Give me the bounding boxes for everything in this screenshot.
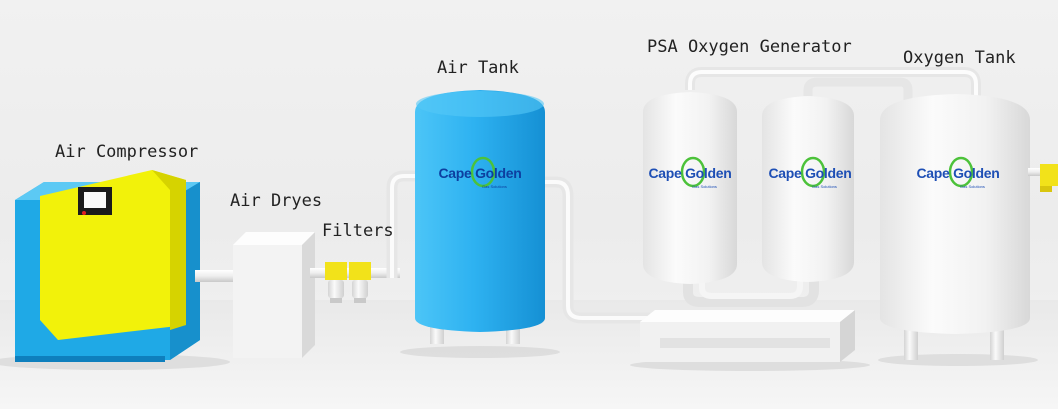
logo-ring-icon [680, 156, 706, 188]
pipe [195, 270, 240, 282]
brand-logo: Cape Golden Gas Solutions [908, 155, 1008, 195]
pipe-highlight [545, 180, 650, 320]
label-air-dryer: Air Dryes [230, 191, 323, 211]
label-psa-generator: PSA Oxygen Generator [647, 37, 852, 57]
outlet-valve [1028, 164, 1058, 192]
brand-logo: Cape Golden Gas Solutions [430, 155, 530, 195]
filters [325, 262, 371, 303]
oxygen-tank [880, 94, 1030, 360]
logo-text: Cape Golden [438, 165, 522, 181]
logo-ring-icon [800, 156, 826, 188]
pipe [683, 276, 819, 307]
label-air-tank: Air Tank [437, 58, 519, 78]
shadow [878, 354, 1038, 366]
brand-logo: Cape Golden Gas Solutions [760, 155, 860, 195]
psa-skid [640, 310, 855, 362]
logo-text: Cape Golden [648, 165, 732, 181]
logo-tagline: Gas Solutions [692, 184, 717, 189]
logo-tagline: Gas Solutions [960, 184, 985, 189]
logo-ring-icon [948, 156, 974, 188]
shadow [400, 346, 560, 358]
pipe [545, 176, 650, 324]
pipe-highlight [688, 70, 978, 96]
label-air-compressor: Air Compressor [55, 142, 199, 162]
label-filters: Filters [322, 221, 394, 241]
brand-logo: Cape Golden Gas Solutions [640, 155, 740, 195]
logo-text: Cape Golden [768, 165, 852, 181]
psa-vessel-left [643, 92, 737, 284]
pipe [803, 77, 913, 100]
air-compressor [15, 170, 200, 362]
psa-vessel-right [762, 96, 854, 282]
pipe-highlight [390, 174, 420, 278]
air-dryer [233, 232, 315, 358]
logo-tagline: Gas Solutions [812, 184, 837, 189]
logo-ring-icon [470, 156, 496, 188]
air-tank [415, 90, 545, 344]
logo-text: Cape Golden [916, 165, 1000, 181]
pipe [699, 276, 803, 299]
logo-tagline: Gas Solutions [482, 184, 507, 189]
label-oxygen-tank: Oxygen Tank [903, 48, 1016, 68]
